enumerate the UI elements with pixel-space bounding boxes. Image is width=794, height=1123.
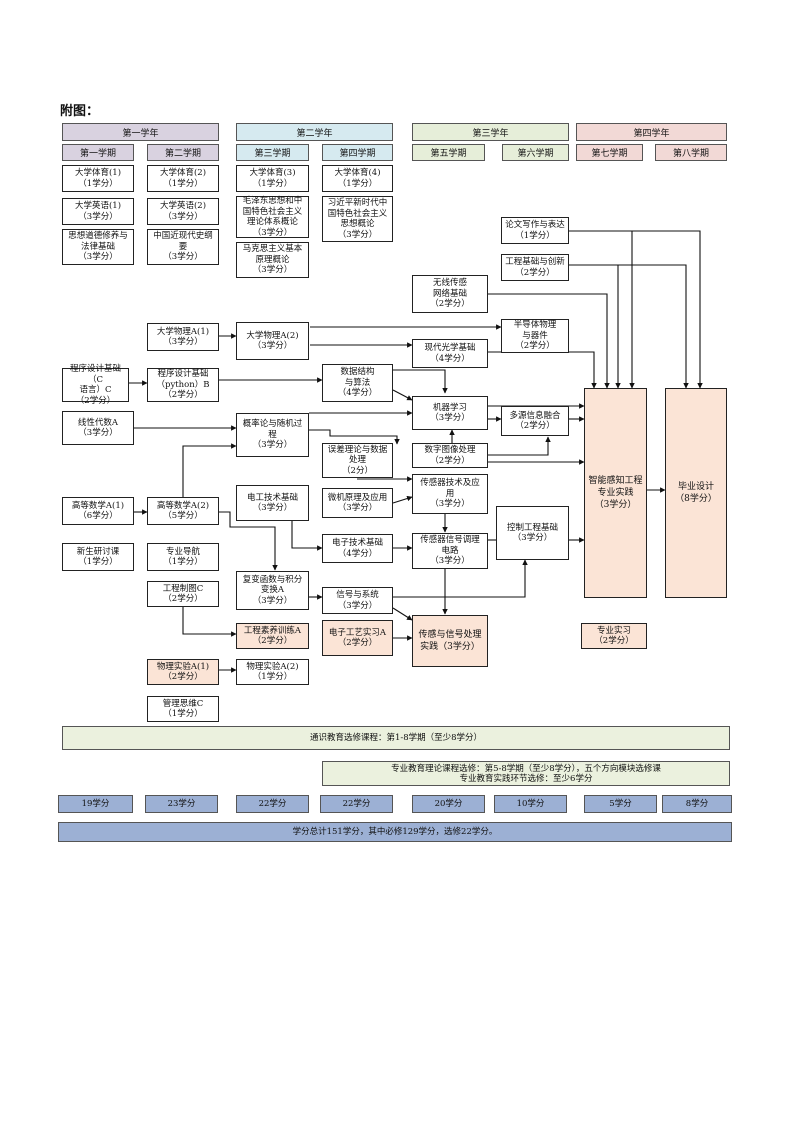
- course-physics-lab-1: 物理实验A(1) （2学分）: [147, 659, 219, 685]
- year-header-2: 第二学年: [236, 123, 393, 141]
- course-internship: 专业实习 （2学分）: [581, 623, 647, 649]
- credits-semester-8: 8学分: [662, 795, 732, 813]
- course-physics-2: 大学物理A(2) （3学分）: [236, 322, 309, 360]
- course-engineering-innovation: 工程基础与创新 （2学分）: [501, 254, 569, 281]
- course-control-engineering: 控制工程基础 （3学分）: [496, 506, 569, 560]
- course-pe-3: 大学体育(3) （1学分）: [236, 165, 309, 192]
- semester-header-1: 第一学期: [62, 144, 134, 161]
- semester-header-8: 第八学期: [655, 144, 727, 161]
- course-signals-systems: 信号与系统 （3学分）: [322, 587, 393, 614]
- course-error-theory: 误差理论与数据 处理 （2分）: [322, 443, 393, 478]
- credits-semester-6: 10学分: [494, 795, 567, 813]
- course-paper-writing: 论文写作与表达 （1学分）: [501, 217, 569, 244]
- course-linear-algebra: 线性代数A （3学分）: [62, 411, 134, 445]
- course-marxism-principles: 马克思主义基本 原理概论 （3学分）: [236, 242, 309, 278]
- course-mao-thought: 毛泽东思想和中 国特色社会主义 理论体系概论 （3学分）: [236, 196, 309, 238]
- semester-header-3: 第三学期: [236, 144, 309, 161]
- total-credits-bar: 学分总计151学分，其中必修129学分，选修22学分。: [58, 822, 732, 842]
- credits-semester-5: 20学分: [412, 795, 485, 813]
- course-semiconductor: 半导体物理 与器件 （2学分）: [501, 319, 569, 353]
- arrow-math2-prob: [182, 443, 237, 497]
- credits-semester-1: 19学分: [58, 795, 133, 813]
- credits-semester-2: 23学分: [145, 795, 218, 813]
- semester-header-5: 第五学期: [412, 144, 485, 161]
- course-ideology-law: 思想道德修养与 法律基础 （3学分）: [62, 229, 134, 265]
- course-pe-4: 大学体育(4) （1学分）: [322, 165, 393, 192]
- arrow-drawing-engtrain: [182, 606, 237, 637]
- course-electronics-practice: 电子工艺实习A （2学分）: [322, 620, 393, 656]
- semester-header-7: 第七学期: [576, 144, 643, 161]
- course-digital-image-processing: 数字图像处理 （2学分）: [412, 443, 488, 468]
- semester-header-6: 第六学期: [502, 144, 569, 161]
- year-header-4: 第四学年: [576, 123, 727, 141]
- course-programming-python: 程序设计基础 （python）B （2学分）: [147, 368, 219, 402]
- course-sensor-technology: 传感器技术及应 用 （3学分）: [412, 474, 488, 514]
- arrow-math2-complex: [218, 511, 278, 571]
- course-machine-learning: 机器学习 （3学分）: [412, 396, 488, 430]
- arrow-micro-sensortech: [392, 495, 413, 504]
- course-english-2: 大学英语(2) （3学分）: [147, 198, 219, 225]
- arrow-circuit-electronics: [291, 520, 323, 551]
- course-modern-history: 中国近现代史纲 要 （3学分）: [147, 229, 219, 265]
- course-graduation-thesis: 毕业设计 （8学分）: [665, 388, 727, 598]
- general-electives-band: 通识教育选修课程：第1-8学期（至少8学分）: [62, 726, 730, 750]
- arrow-datastruct-ml: [393, 369, 448, 394]
- course-physics-lab-2: 物理实验A(2) （1学分）: [236, 659, 309, 685]
- course-engineering-training: 工程素养训练A （2学分）: [236, 623, 309, 649]
- course-programming-c: 程序设计基础（C 语言）C （2学分）: [62, 364, 129, 406]
- course-english-1: 大学英语(1) （3学分）: [62, 198, 134, 225]
- course-modern-optics: 现代光学基础 （4学分）: [412, 339, 488, 368]
- credits-semester-4: 22学分: [320, 795, 393, 813]
- arrow-signals-control: [393, 559, 528, 598]
- course-probability: 概率论与随机过 程 （3学分）: [236, 413, 309, 457]
- major-electives-band: 专业教育理论课程选修：第5-8学期（至少8学分），五个方向模块选修课 专业教育实…: [322, 761, 730, 786]
- course-signal-conditioning: 传感器信号调理 电路 （3学分）: [412, 533, 488, 569]
- year-header-3: 第三学年: [412, 123, 569, 141]
- arrow-wsn-capstone: [488, 293, 610, 389]
- course-complex-functions: 复变函数与积分 变换A （3学分）: [236, 571, 309, 610]
- arrow-writing-thesis: [569, 230, 703, 389]
- course-engineering-drawing: 工程制图C （2学分）: [147, 581, 219, 607]
- course-xi-thought: 习近平新时代中 国特色社会主义 思想概论 （3学分）: [322, 196, 393, 242]
- credits-semester-3: 22学分: [236, 795, 309, 813]
- course-info-fusion: 多源信息融合 （2学分）: [501, 406, 569, 436]
- course-microcomputer: 微机原理及应用 （3学分）: [322, 488, 393, 518]
- figure-caption: 附图：: [60, 104, 100, 119]
- arrow-datastruct-ml2: [392, 389, 413, 401]
- arrow-dip-fusion: [488, 436, 551, 456]
- arrow-innovation-thesis: [569, 264, 689, 389]
- credits-semester-7: 5学分: [584, 795, 657, 813]
- course-pe-1: 大学体育(1) （1学分）: [62, 165, 134, 192]
- course-circuit-basics: 电工技术基础 （3学分）: [236, 485, 309, 521]
- arrow-signals-sensorprac: [392, 607, 413, 621]
- course-freshman-seminar: 新生研讨课 （1学分）: [62, 543, 134, 571]
- course-advanced-math-1: 高等数学A(1) （6学分）: [62, 497, 134, 525]
- year-header-1: 第一学年: [62, 123, 219, 141]
- course-management-thinking: 管理思维C （1学分）: [147, 696, 219, 722]
- course-advanced-math-2: 高等数学A(2) （5学分）: [147, 497, 219, 525]
- semester-header-2: 第二学期: [147, 144, 219, 161]
- course-sensor-signal-practice: 传感与信号处理 实践（3学分）: [412, 615, 488, 667]
- arrow-prob-error: [309, 429, 400, 445]
- course-pe-2: 大学体育(2) （1学分）: [147, 165, 219, 192]
- course-capstone-practice: 智能感知工程 专业实践 （3学分）: [584, 388, 647, 598]
- course-physics-1: 大学物理A(1) （3学分）: [147, 323, 219, 351]
- arrow-optics-capstone: [488, 351, 597, 389]
- course-major-guide: 专业导航 （1学分）: [147, 543, 219, 571]
- course-wsn: 无线传感 网络基础 （2学分）: [412, 275, 488, 313]
- course-data-structures: 数据结构 与算法 （4学分）: [322, 364, 393, 402]
- course-electronics: 电子技术基础 （4学分）: [322, 534, 393, 563]
- semester-header-4: 第四学期: [322, 144, 393, 161]
